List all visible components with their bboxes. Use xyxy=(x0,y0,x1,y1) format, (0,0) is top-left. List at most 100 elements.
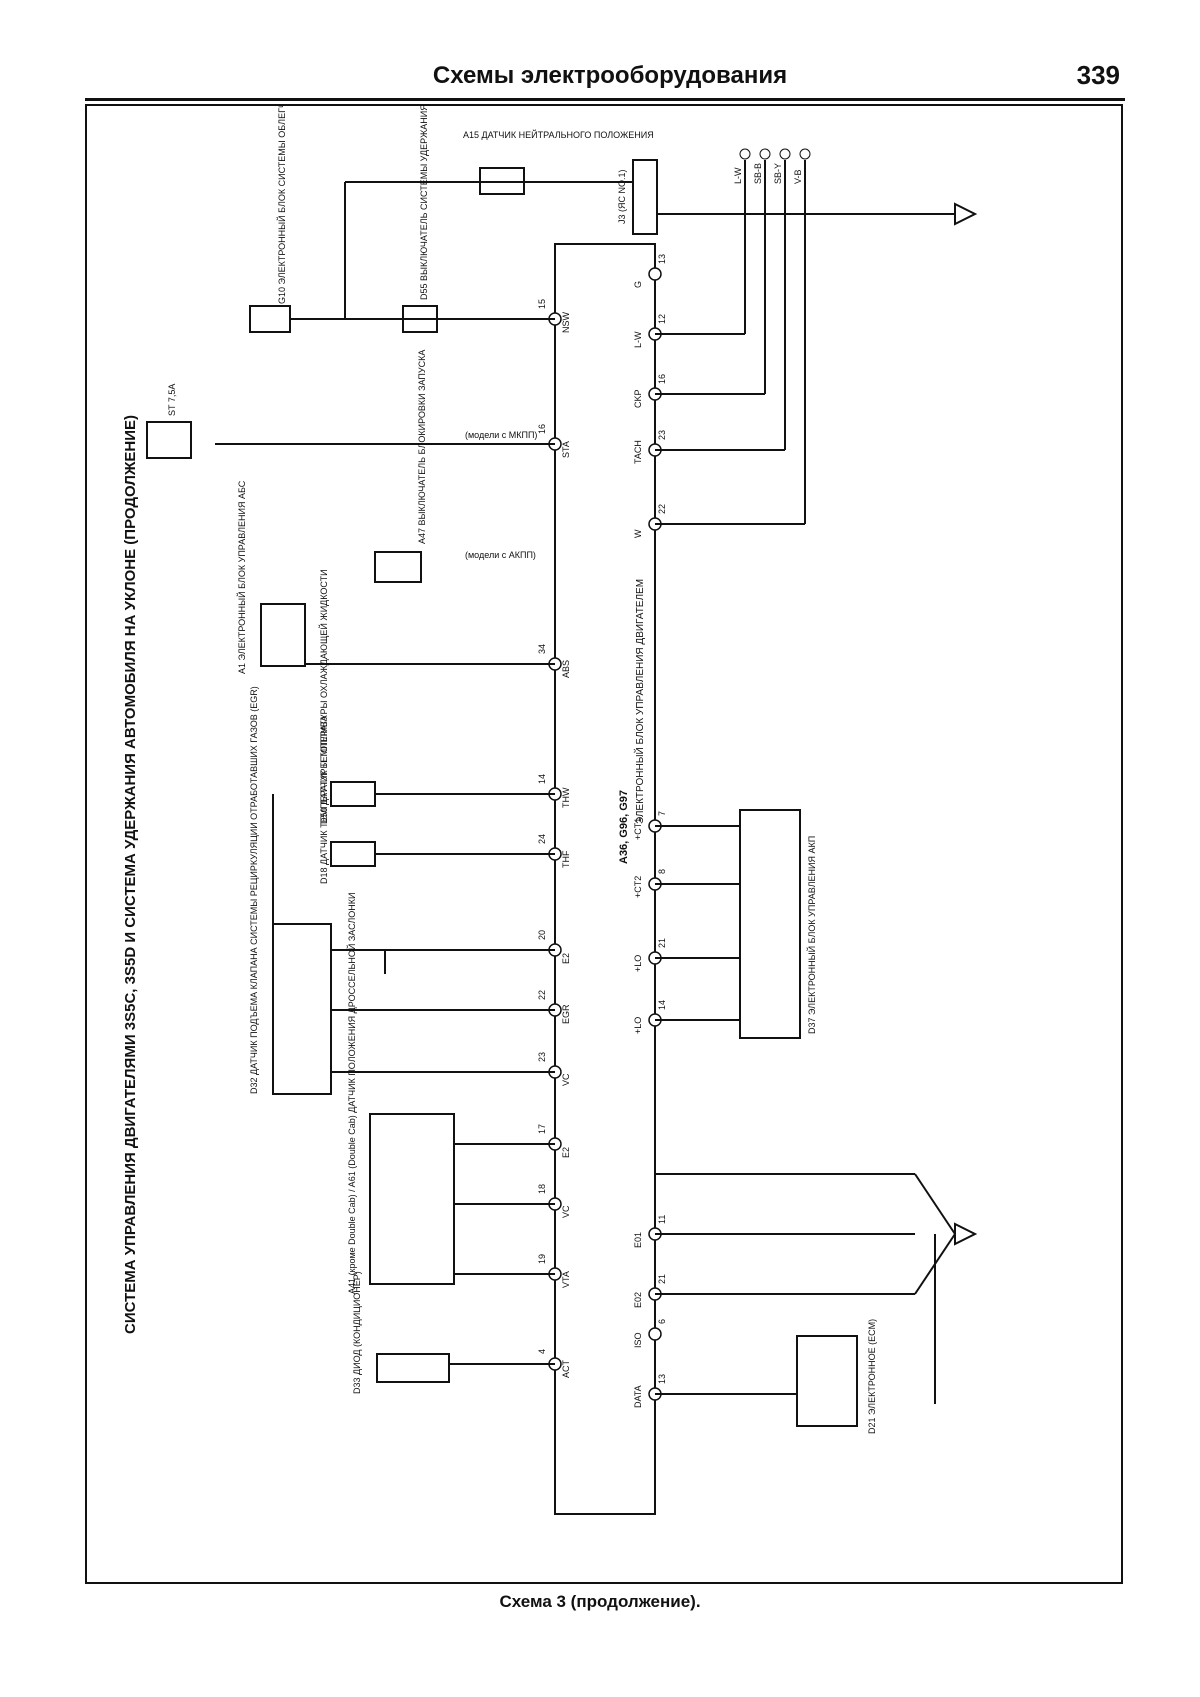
ecu-pin-num-left-3: 17 xyxy=(537,1124,547,1134)
ecu-pin-num-right-2: 21 xyxy=(657,1274,667,1284)
diagram-main-title: СИСТЕМА УПРАВЛЕНИЯ ДВИГАТЕЛЯМИ 3S5C, 3S5… xyxy=(122,415,139,1334)
diagram-frame xyxy=(85,104,1123,1584)
ecu-pin-num-right-1: 6 xyxy=(657,1319,667,1324)
d18-box xyxy=(330,841,376,867)
wire-color-top-2: SB-Y xyxy=(773,163,783,184)
a47-box xyxy=(374,551,422,583)
ecu-pin-name-right-11: L-W xyxy=(633,331,643,348)
connector-top-3 xyxy=(799,148,811,160)
ecu-pin-num-left-7: 24 xyxy=(537,834,547,844)
connector-top-2 xyxy=(779,148,791,160)
ecu-pin-name-right-2: E02 xyxy=(633,1292,643,1308)
d50-box xyxy=(330,781,376,807)
wire-color-top-3: V-B xyxy=(793,169,803,184)
ecu-pin-right-12 xyxy=(648,267,662,281)
ecu-pin-name-left-2: VC xyxy=(561,1205,571,1218)
ecu-label: ЭЛЕКТРОННЫЙ БЛОК УПРАВЛЕНИЯ ДВИГАТЕЛЕМ xyxy=(633,579,646,824)
a1-box xyxy=(260,603,306,667)
ecu-pin-name-left-11: NSW xyxy=(561,311,571,333)
a15-label: A15 ДАТЧИК НЕЙТРАЛЬНОГО ПОЛОЖЕНИЯ xyxy=(463,129,654,140)
ecu-pin-num-left-4: 23 xyxy=(537,1052,547,1062)
figure-caption: Схема 3 (продолжение). xyxy=(499,1592,701,1611)
a1-label: A1 ЭЛЕКТРОННЫЙ БЛОК УПРАВЛЕНИЯ АБС xyxy=(236,480,247,674)
ecu-pin-name-left-4: VC xyxy=(561,1073,571,1086)
d55-label: D55 ВЫКЛЮЧАТЕЛЬ СИСТЕМЫ УДЕРЖАНИЯ АВТОМО… xyxy=(419,104,429,300)
ecu-pin-name-left-3: E2 xyxy=(561,1147,571,1158)
d33-box xyxy=(376,1353,450,1383)
ecu-pin-num-left-9: 34 xyxy=(537,644,547,654)
ecu-pin-num-right-12: 13 xyxy=(657,254,667,264)
d32-label: D32 ДАТЧИК ПОДЪЕМА КЛАПАНА СИСТЕМЫ РЕЦИР… xyxy=(249,686,259,1094)
wiring-diagram: СИСТЕМА УПРАВЛЕНИЯ ДВИГАТЕЛЯМИ 3S5C, 3S5… xyxy=(122,104,978,1515)
ecu-pin-name-left-10: STA xyxy=(561,441,571,458)
d33-label: D33 ДИОД (КОНДИЦИОНЕР) xyxy=(352,1271,362,1394)
ecu-pin-num-right-9: 23 xyxy=(657,430,667,440)
ecu-pin-name-right-4: +LO xyxy=(633,1017,643,1034)
ecu-pin-num-right-6: 8 xyxy=(657,869,667,874)
ecu-pin-name-right-0: DATA xyxy=(633,1385,643,1408)
wire-color-top-1: SB-B xyxy=(753,163,763,184)
ecu-pin-num-left-11: 15 xyxy=(537,299,547,309)
model-note-mt: (модели с МКПП) xyxy=(465,430,537,440)
ecu-pin-name-right-3: E01 xyxy=(633,1232,643,1248)
ecu-pin-num-right-7: 7 xyxy=(657,811,667,816)
ecu-pin-num-right-5: 21 xyxy=(657,938,667,948)
ecu-pin-num-right-3: 11 xyxy=(657,1215,667,1224)
d21-box xyxy=(796,1335,858,1427)
ecu-pin-name-right-10: CKP xyxy=(633,389,643,408)
ecu-pin-name-right-6: +CT2 xyxy=(633,876,643,898)
ecu-pin-name-right-9: TACH xyxy=(633,440,643,464)
d37-box xyxy=(739,809,801,1039)
ecu-pin-num-right-10: 16 xyxy=(657,374,667,384)
ecu-pin-num-right-8: 22 xyxy=(657,504,667,514)
fuse-box xyxy=(146,421,192,459)
ecu-pin-name-left-1: VTA xyxy=(561,1271,571,1288)
page-number: 339 xyxy=(1076,60,1120,90)
right-wires xyxy=(655,160,956,1404)
ground-symbols xyxy=(954,202,978,1246)
ecu-pin-name-right-1: ISO xyxy=(633,1332,643,1348)
jc-label: J3 (ЯС NO.1) xyxy=(617,169,627,224)
ecu-pin-name-right-12: G xyxy=(633,281,643,288)
g10-box xyxy=(249,305,291,333)
ecu-pin-name-left-8: THW xyxy=(561,787,571,808)
header-rule xyxy=(85,98,1125,101)
ecu-codes: A36, G96, G97 xyxy=(618,790,630,864)
wire-color-top-0: L-W xyxy=(733,167,743,184)
ecu-pin-num-left-2: 18 xyxy=(537,1184,547,1194)
ecu-pin-name-left-9: ABS xyxy=(561,660,571,678)
ecu-pin-num-left-5: 22 xyxy=(537,990,547,1000)
d32-box xyxy=(272,923,332,1095)
left-wires xyxy=(215,181,633,1365)
ecu-pin-num-left-0: 4 xyxy=(537,1349,547,1354)
d18-label: D18 ДАТЧИК ТЕМПЕРАТУРЫ ТОПЛИВА xyxy=(319,715,329,884)
ecu-pin-num-left-1: 19 xyxy=(537,1254,547,1264)
ecu-pin-num-left-6: 20 xyxy=(537,930,547,940)
connector-top-0 xyxy=(739,148,751,160)
ecu-pin-name-left-0: ACT xyxy=(561,1359,571,1378)
ecu-pin-num-right-11: 12 xyxy=(657,314,667,324)
ecu-pin-num-right-4: 14 xyxy=(657,1000,667,1010)
ecu-pin-name-right-5: +LO xyxy=(633,955,643,972)
ecu-pin-name-left-6: E2 xyxy=(561,953,571,964)
connector-top-1 xyxy=(759,148,771,160)
ecu-pin-name-right-7: +CT1 xyxy=(633,818,643,840)
a47-label: A47 ВЫКЛЮЧАТЕЛЬ БЛОКИРОВКИ ЗАПУСКА xyxy=(417,350,427,544)
right-top-wire-labels: L-W SB-B SB-Y V-B xyxy=(733,148,811,184)
d50-label: D50 ДАТЧИК ТЕМПЕРАТУРЫ ОХЛАЖДАЮЩЕЙ ЖИДКО… xyxy=(318,569,329,824)
jc-box xyxy=(632,159,658,235)
ecu-pin-num-right-0: 13 xyxy=(657,1374,667,1384)
fuse-label: ST 7,5A xyxy=(167,384,177,416)
ecu-pin-name-left-5: EGR xyxy=(561,1004,571,1024)
d37-label: D37 ЭЛЕКТРОННЫЙ БЛОК УПРАВЛЕНИЯ АКП xyxy=(806,836,817,1034)
ecu-pin-num-left-8: 14 xyxy=(537,774,547,784)
ecu-pin-name-left-7: THF xyxy=(561,850,571,868)
a41-label: A41 (кроме Double Cab) / A61 (Double Cab… xyxy=(346,893,357,1294)
g10-label: G10 ЭЛЕКТРОННЫЙ БЛОК СИСТЕМЫ ОБЛЕГЧЕНИЯ … xyxy=(276,104,287,304)
ecu-pin-right-1 xyxy=(648,1327,662,1341)
ecu-pin-name-right-8: W xyxy=(633,529,643,538)
a41-box xyxy=(369,1113,455,1285)
model-note-at: (модели с АКПП) xyxy=(465,550,536,560)
d21-label: D21 ЭЛЕКТРОННОЕ (ECM) xyxy=(867,1319,877,1434)
ecu-pin-num-left-10: 16 xyxy=(537,424,547,434)
